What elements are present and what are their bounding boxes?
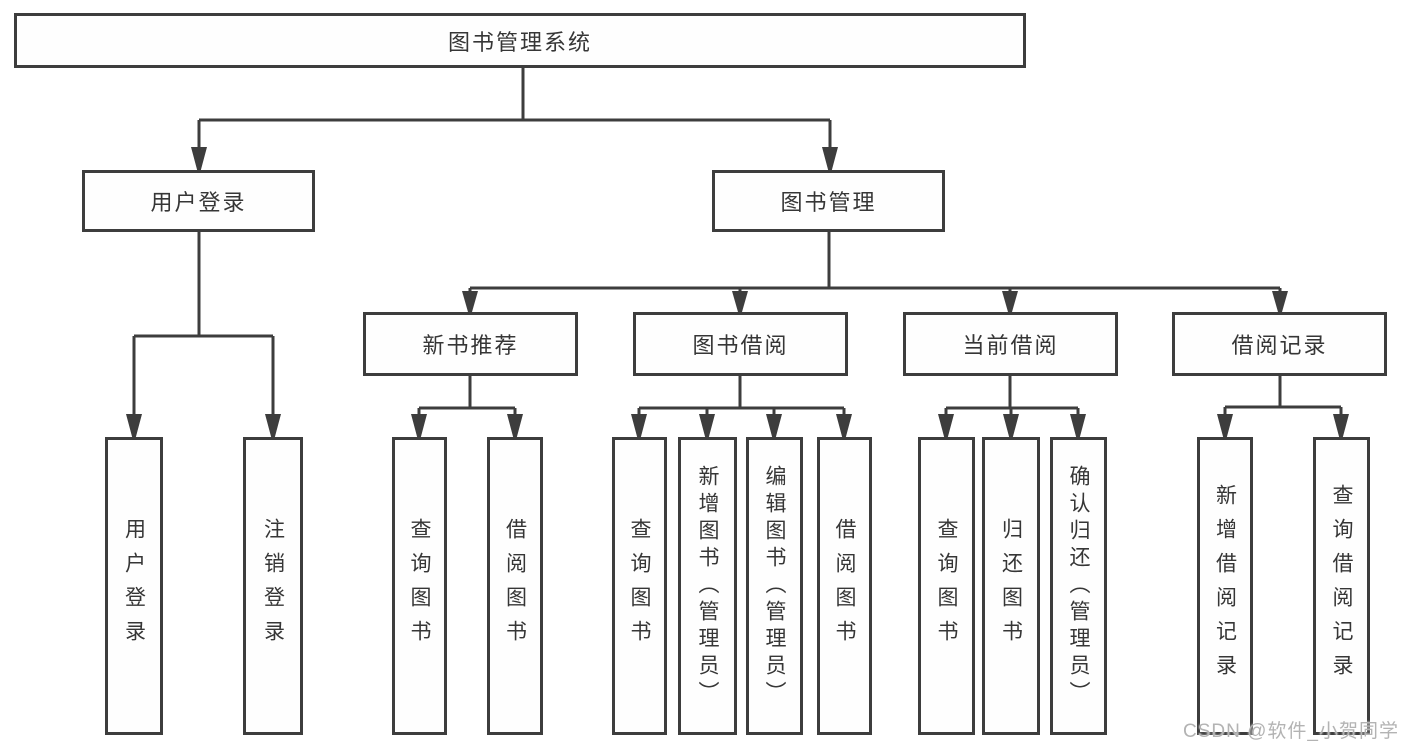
- node-label: 用户登录: [150, 190, 247, 215]
- leaf-borrow-books-recommend: 借阅图书: [487, 437, 543, 735]
- leaf-label: 确认归还（管理员）: [1067, 464, 1090, 708]
- leaf-label: 新增借阅记录: [1213, 484, 1237, 688]
- leaf-label: 注销登录: [261, 518, 285, 654]
- leaf-label: 查询图书: [628, 518, 651, 654]
- node-label: 当前借阅: [962, 333, 1059, 358]
- leaf-borrow-books: 借阅图书: [817, 437, 872, 735]
- node-book-borrow: 图书借阅: [633, 312, 848, 376]
- node-borrow-records: 借阅记录: [1172, 312, 1387, 376]
- leaf-query-books-current: 查询图书: [918, 437, 975, 735]
- node-book-management: 图书管理: [712, 170, 945, 232]
- leaf-label: 借阅图书: [503, 518, 527, 654]
- leaf-label: 新增图书（管理员）: [696, 464, 719, 708]
- leaf-logout: 注销登录: [243, 437, 303, 735]
- leaf-query-books-borrow: 查询图书: [612, 437, 667, 735]
- node-user-login: 用户登录: [82, 170, 315, 232]
- leaf-label: 借阅图书: [833, 518, 856, 654]
- leaf-confirm-return-admin: 确认归还（管理员）: [1050, 437, 1107, 735]
- node-label: 新书推荐: [422, 333, 519, 358]
- node-new-book-recommend: 新书推荐: [363, 312, 578, 376]
- node-library-management-system: 图书管理系统: [14, 13, 1026, 68]
- watermark: CSDN @软件_小贺同学: [1183, 721, 1399, 742]
- leaf-label: 编辑图书（管理员）: [763, 464, 786, 708]
- leaf-query-borrow-record: 查询借阅记录: [1313, 437, 1370, 735]
- node-label: 借阅记录: [1231, 333, 1328, 358]
- leaf-label: 归还图书: [999, 518, 1023, 654]
- node-label: 图书管理系统: [447, 29, 592, 55]
- leaf-query-books-recommend: 查询图书: [392, 437, 447, 735]
- leaf-return-books: 归还图书: [982, 437, 1040, 735]
- node-current-borrow: 当前借阅: [903, 312, 1118, 376]
- leaf-user-login: 用户登录: [105, 437, 163, 735]
- leaf-label: 查询借阅记录: [1330, 484, 1353, 688]
- node-label: 图书管理: [780, 190, 877, 215]
- leaf-label: 查询图书: [408, 518, 431, 654]
- leaf-add-books-admin: 新增图书（管理员）: [678, 437, 737, 735]
- leaf-add-borrow-record: 新增借阅记录: [1197, 437, 1253, 735]
- node-label: 图书借阅: [692, 333, 789, 358]
- leaf-label: 查询图书: [935, 518, 958, 654]
- leaf-label: 用户登录: [122, 518, 146, 654]
- leaf-edit-books-admin: 编辑图书（管理员）: [746, 437, 803, 735]
